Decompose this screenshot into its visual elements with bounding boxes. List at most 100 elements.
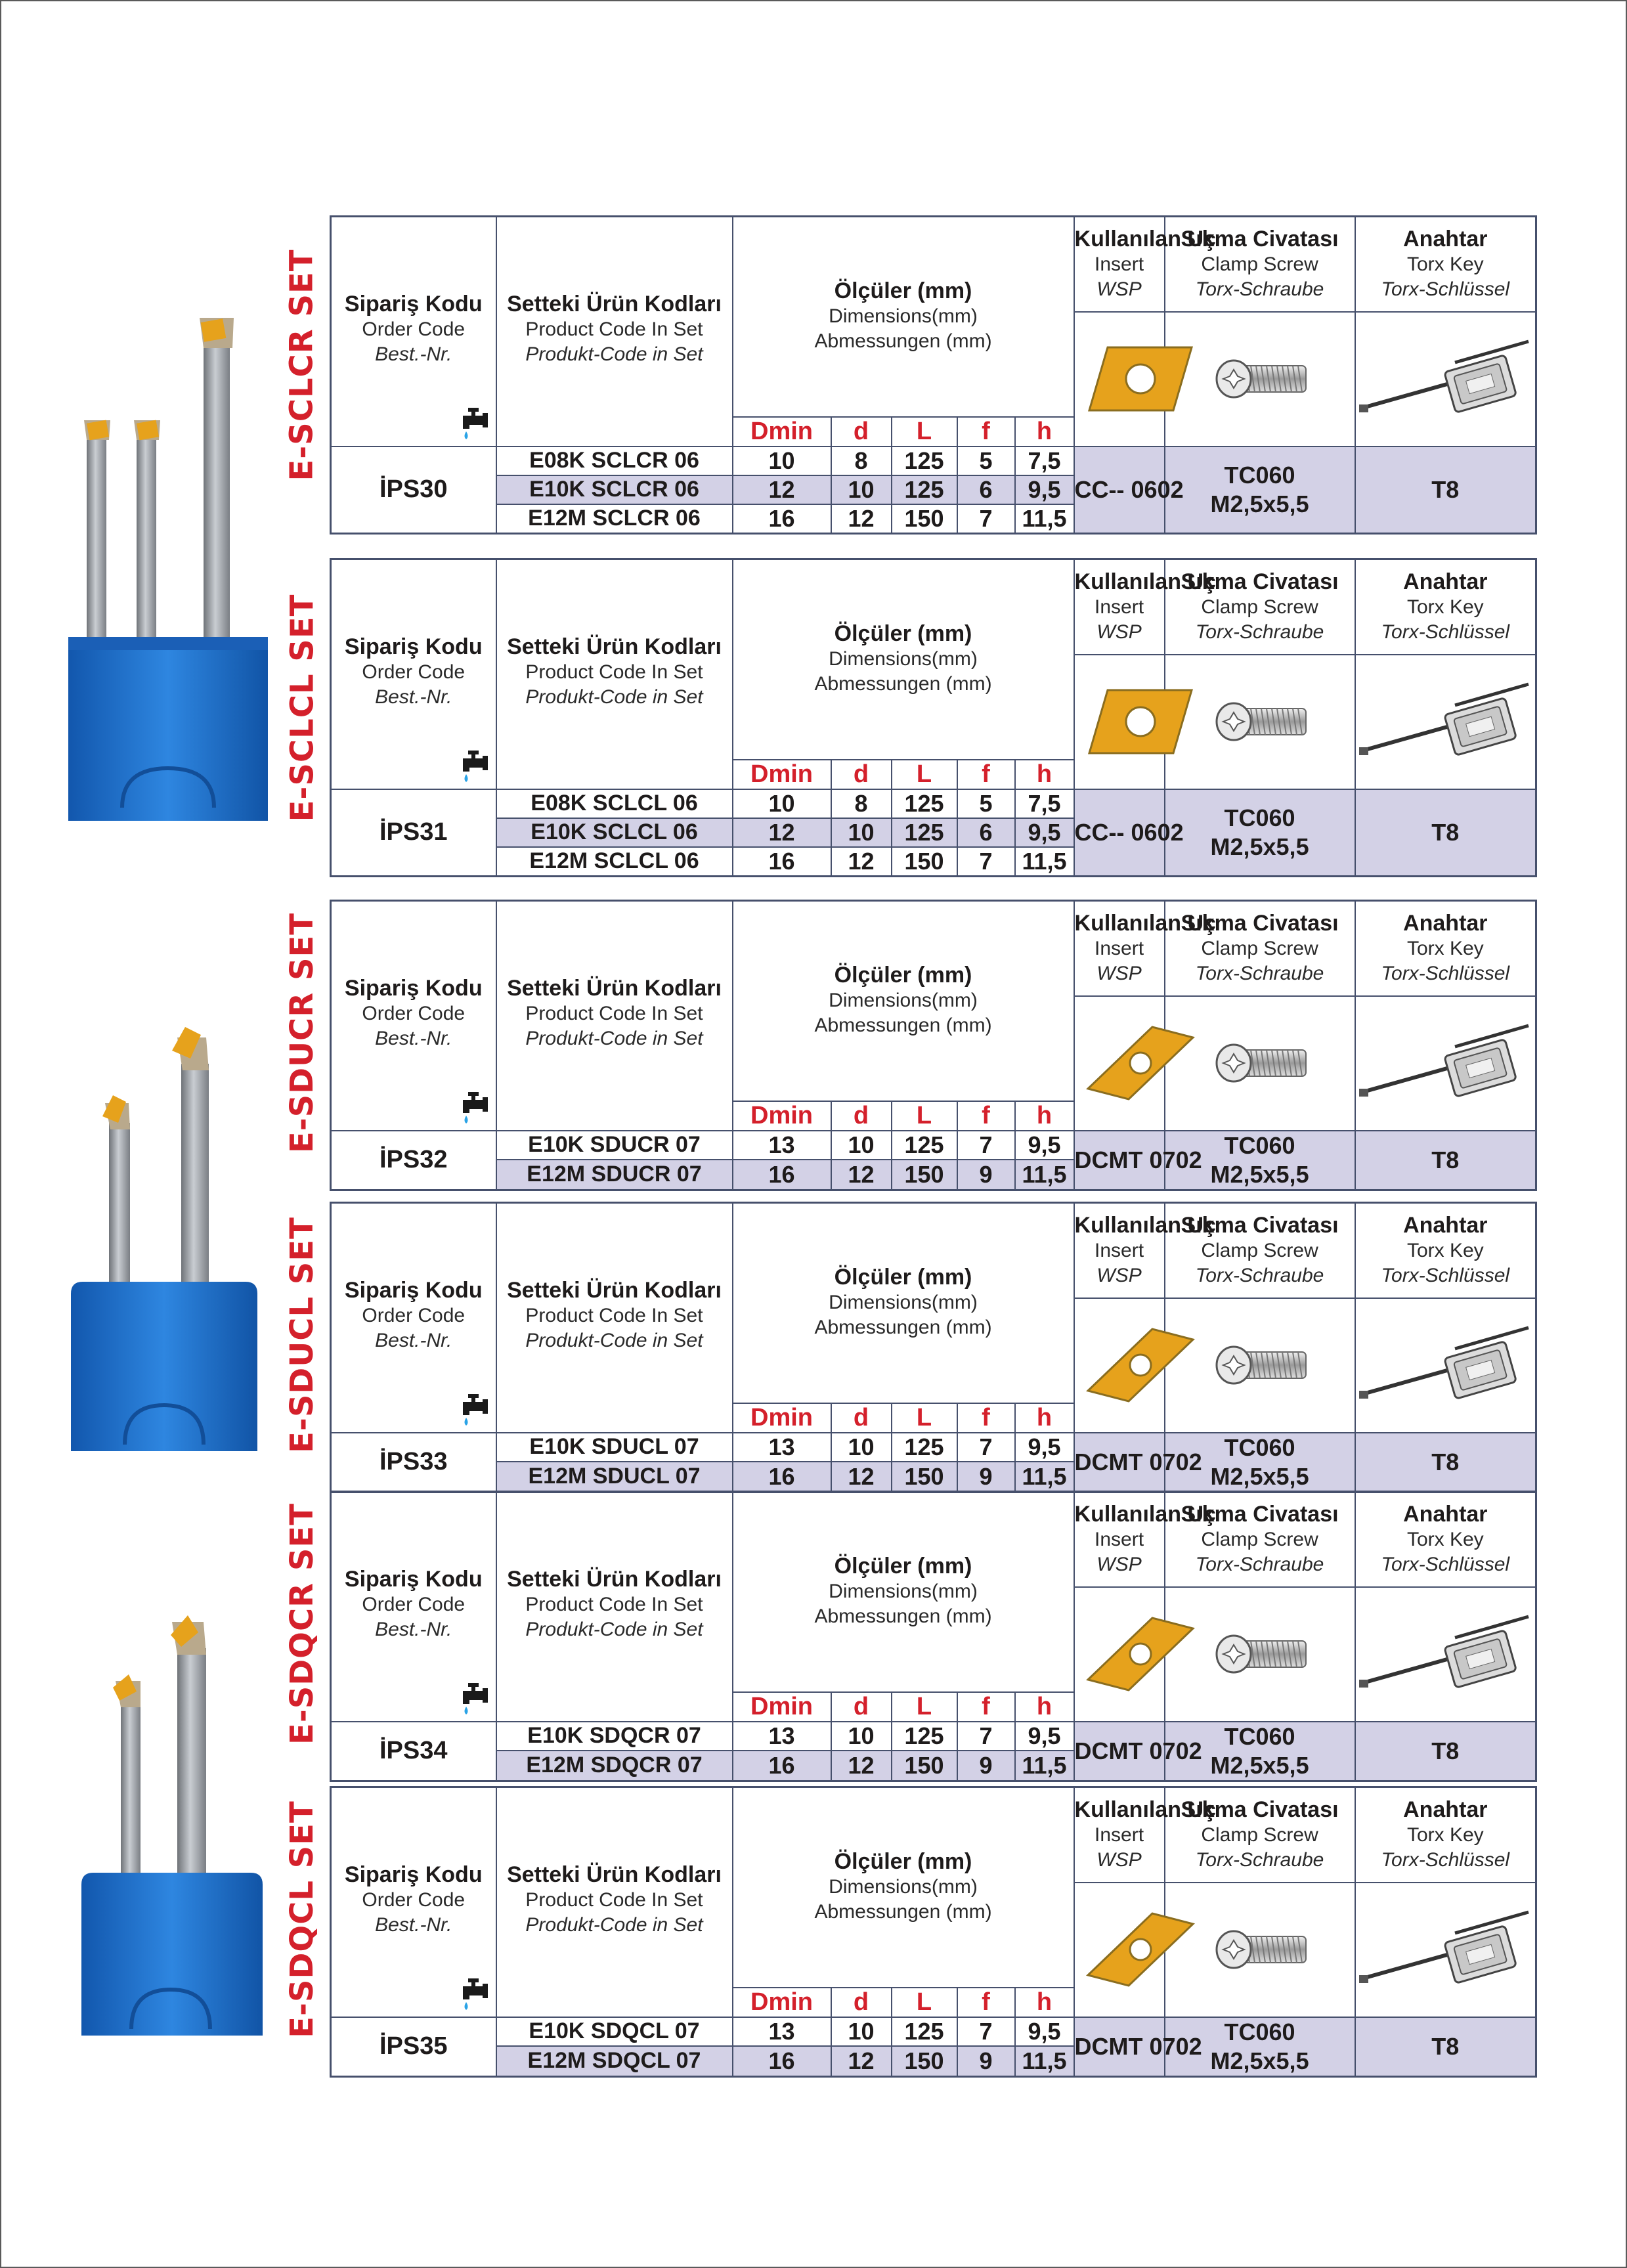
key-label-tr: Anahtar	[1403, 1797, 1488, 1822]
dim-col-h: h	[1014, 1691, 1075, 1722]
screw-image-cell	[1163, 1881, 1356, 2018]
insert-image-cell	[1073, 1881, 1195, 2018]
screw-code-line2: M2,5x5,5	[1210, 2047, 1309, 2074]
order-code: İPS35	[330, 2016, 497, 2077]
key-image-cell	[1354, 653, 1537, 790]
product-code: E12M SDUCL 07	[495, 1461, 733, 1493]
dim-value-d: 10	[830, 817, 892, 848]
dim-value-h: 7,5	[1014, 788, 1075, 819]
dim-col-l: L	[890, 416, 958, 447]
insert-label-tr: Kullanılan Uç	[1074, 1797, 1216, 1822]
order-code-label-tr: Sipariş Kodu	[344, 1862, 483, 1887]
section-title-vertical: E-SDQCR SET	[276, 1491, 328, 1756]
insert-label-de: WSP	[1096, 1553, 1142, 1575]
section-title: E-SDUCL SET	[284, 1216, 321, 1453]
insert-label-en: Insert	[1095, 1823, 1144, 1846]
product-code: E12M SDQCR 07	[495, 1750, 733, 1781]
screw-label-de: Torx-Schraube	[1195, 962, 1324, 984]
key-label-en: Torx Key	[1406, 596, 1484, 618]
insert-image-cell	[1073, 653, 1193, 790]
screw-code-line1: TC060	[1224, 461, 1295, 489]
dim-col-h: h	[1014, 1986, 1075, 2018]
insert-label-en: Insert	[1095, 937, 1144, 959]
insert-icon	[1087, 689, 1193, 754]
dimensions-label-tr: Ölçüler (mm)	[834, 1848, 972, 1874]
product-code: E10K SDQCR 07	[495, 1720, 733, 1752]
order-code-label-tr: Sipariş Kodu	[344, 634, 483, 659]
screw-label-en: Clamp Screw	[1201, 1528, 1318, 1550]
key-label-en: Torx Key	[1406, 1823, 1484, 1846]
screw-image-cell	[1163, 653, 1356, 790]
product-codes-label-tr: Setteki Ürün Kodları	[507, 1862, 722, 1887]
dim-col-h: h	[1014, 1402, 1075, 1433]
order-code-label-de: Best.-Nr.	[375, 1027, 452, 1049]
dim-value-h: 11,5	[1014, 1750, 1075, 1781]
order-code-label-en: Order Code	[362, 661, 466, 683]
insert-label-de: WSP	[1096, 278, 1142, 300]
dim-value-l: 125	[890, 817, 958, 848]
dim-value-h: 11,5	[1014, 846, 1075, 877]
screw-image-cell	[1163, 1297, 1356, 1433]
dim-value-f: 7	[956, 503, 1016, 534]
order-code: İPS31	[330, 788, 497, 877]
screw-code-line2: M2,5x5,5	[1210, 490, 1309, 517]
key-code: T8	[1354, 788, 1537, 877]
product-code: E10K SCLCR 06	[495, 474, 733, 505]
dimensions-label-en: Dimensions(mm)	[829, 989, 978, 1011]
product-codes-label-en: Product Code In Set	[525, 661, 703, 683]
dim-col-d: d	[830, 1986, 892, 2018]
dim-col-h: h	[1014, 758, 1075, 790]
dim-value-h: 9,5	[1014, 1129, 1075, 1161]
dim-value-l: 150	[890, 846, 958, 877]
torx-key-icon	[1359, 1910, 1529, 1984]
torx-key-icon	[1359, 339, 1529, 413]
section-title: E-SCLCR SET	[284, 248, 320, 481]
dimensions-label-tr: Ölçüler (mm)	[834, 962, 972, 988]
dim-col-d: d	[830, 416, 892, 447]
product-code: E10K SCLCL 06	[495, 817, 733, 848]
product-codes-label-tr: Setteki Ürün Kodları	[507, 634, 722, 659]
dimensions-label-de: Abmessungen (mm)	[814, 1900, 992, 1923]
dim-value-f: 6	[956, 817, 1016, 848]
dim-col-h: h	[1014, 1100, 1075, 1131]
dim-value-h: 7,5	[1014, 445, 1075, 476]
section-title: E-SDQCL SET	[284, 1800, 320, 2038]
order-code-label-de: Best.-Nr.	[375, 686, 452, 708]
dim-value-f: 7	[956, 2016, 1016, 2047]
dim-col-l: L	[890, 758, 958, 790]
dimensions-label-en: Dimensions(mm)	[829, 647, 978, 670]
faucet-icon	[462, 1393, 488, 1426]
dim-value-d: 10	[830, 1720, 892, 1752]
section-title: E-SDQCR SET	[284, 1502, 320, 1745]
dim-value-d: 12	[830, 1750, 892, 1781]
screw-code-line2: M2,5x5,5	[1210, 1462, 1309, 1490]
section-title-vertical: E-SDQCL SET	[276, 1786, 328, 2052]
key-label-tr: Anahtar	[1403, 910, 1488, 936]
screw-label-tr: Sıkma Civatası	[1181, 1501, 1339, 1527]
dimensions-header: Ölçüler (mm)Dimensions(mm)Abmessungen (m…	[731, 1202, 1075, 1404]
dimensions-header: Ölçüler (mm)Dimensions(mm)Abmessungen (m…	[731, 215, 1075, 418]
dimensions-header: Ölçüler (mm)Dimensions(mm)Abmessungen (m…	[731, 558, 1075, 760]
key-code: T8	[1354, 1720, 1537, 1781]
insert-icon	[1085, 1026, 1195, 1101]
faucet-icon	[462, 407, 488, 439]
dim-value-d: 8	[830, 788, 892, 819]
insert-label-de: WSP	[1096, 1264, 1142, 1286]
dim-value-d: 12	[830, 503, 892, 534]
